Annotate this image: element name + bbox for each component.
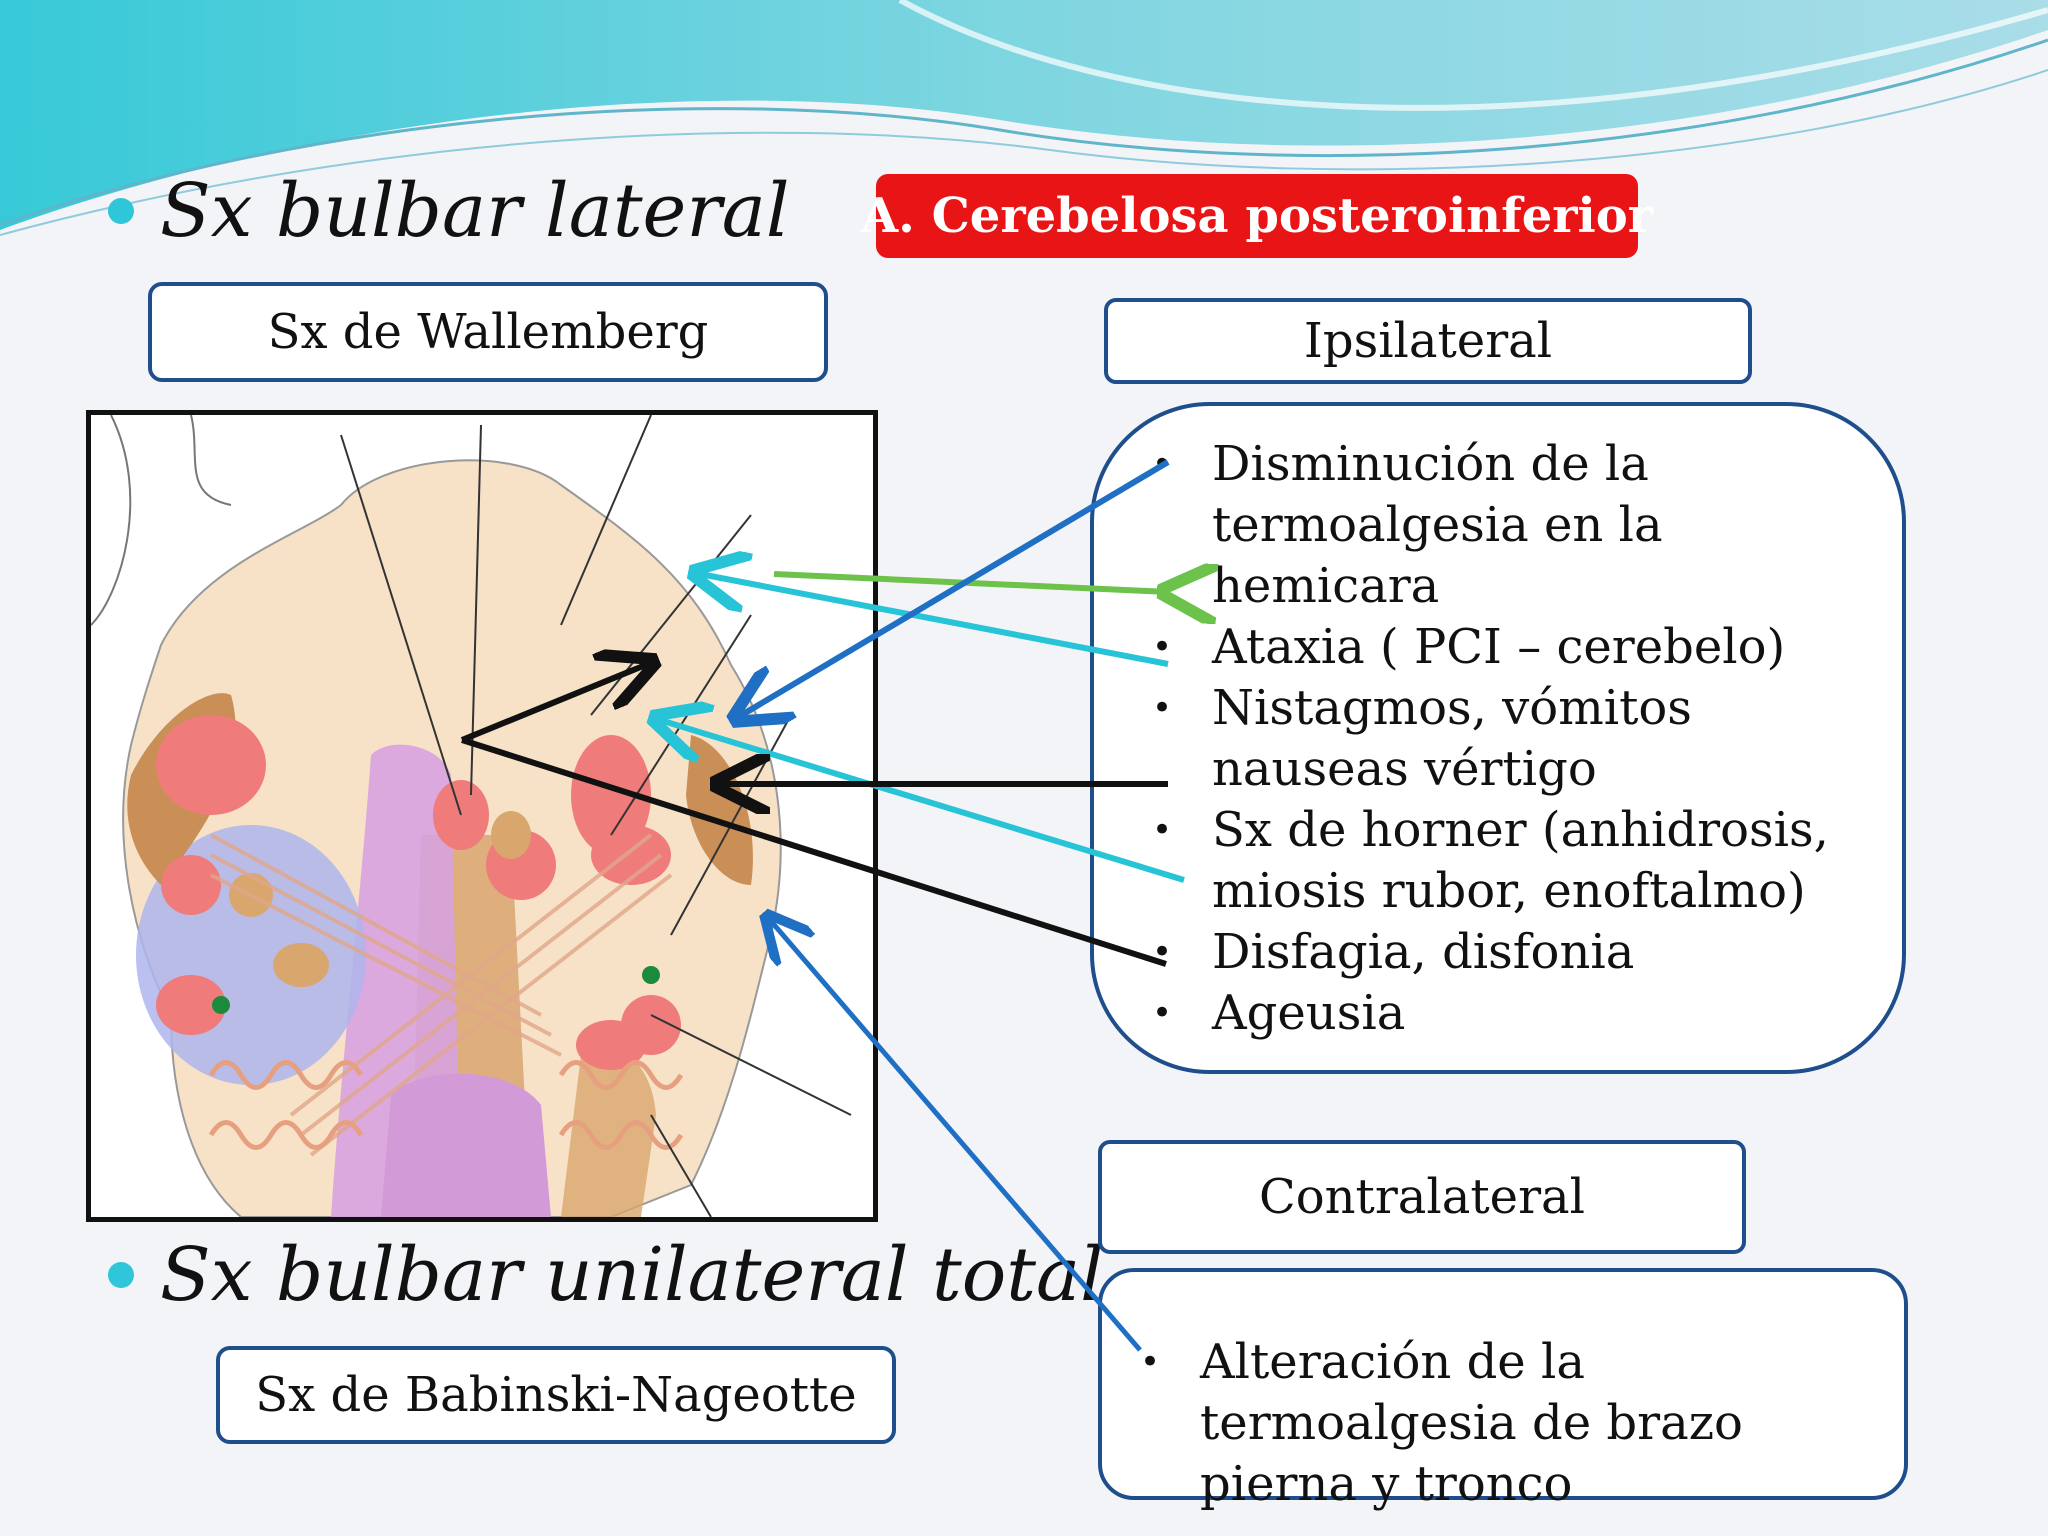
artery-badge: A. Cerebelosa posteroinferior bbox=[861, 174, 1653, 258]
ipsilateral-title: Ipsilateral bbox=[1104, 298, 1752, 384]
list-item: Disminución de la termoalgesia en la hem… bbox=[1152, 434, 1892, 617]
bullet-dot bbox=[108, 1262, 134, 1288]
syndrome-box-wallemberg: Sx de Wallemberg bbox=[148, 282, 828, 382]
contralateral-list: Alteración de la termoalgesia de brazo p… bbox=[1140, 1332, 1880, 1515]
list-item: Disfagia, disfonia bbox=[1152, 922, 1892, 983]
list-item: Sx de horner (anhidrosis, miosis rubor, … bbox=[1152, 800, 1892, 922]
medulla-cross-section-figure bbox=[86, 410, 878, 1222]
syndrome-box-babinski: Sx de Babinski-Nageotte bbox=[216, 1346, 896, 1444]
list-item: Ataxia ( PCI – cerebelo) bbox=[1152, 617, 1892, 678]
list-item: Nistagmos, vómitos nauseas vértigo bbox=[1152, 678, 1892, 800]
bullet-dot bbox=[108, 198, 134, 224]
medulla-illustration bbox=[91, 415, 852, 1217]
header-wave-decoration bbox=[0, 0, 2048, 236]
heading-total: Sx bulbar unilateral total bbox=[160, 1232, 1104, 1318]
list-item: Ageusia bbox=[1152, 983, 1892, 1044]
ipsilateral-list: Disminución de la termoalgesia en la hem… bbox=[1152, 434, 1892, 1044]
list-item: Alteración de la termoalgesia de brazo p… bbox=[1140, 1332, 1880, 1515]
ipsilateral-panel: Disminución de la termoalgesia en la hem… bbox=[1090, 402, 1906, 1074]
heading-lateral: Sx bulbar lateral bbox=[160, 168, 790, 254]
contralateral-panel: Alteración de la termoalgesia de brazo p… bbox=[1098, 1268, 1908, 1512]
contralateral-title: Contralateral bbox=[1098, 1140, 1746, 1254]
